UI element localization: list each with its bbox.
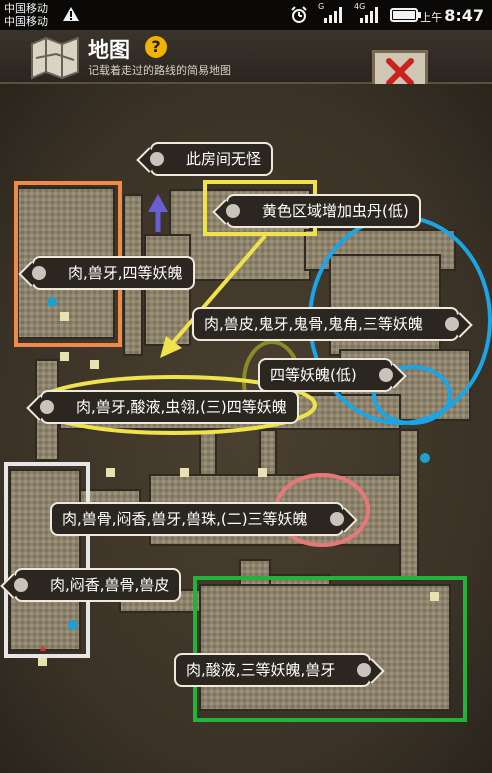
- label-text: 黄色区域增加虫丹(低): [262, 202, 409, 220]
- location-dot: [226, 204, 240, 218]
- yellow-arrow-icon: [160, 336, 182, 358]
- warning-icon: [63, 7, 79, 21]
- page-title: 地图: [88, 38, 130, 62]
- label-text: 四等妖魄(低): [270, 366, 357, 384]
- location-dot: [329, 512, 344, 526]
- map-icon: [31, 36, 79, 80]
- carrier-name-1: 中国移动: [4, 2, 48, 15]
- location-dot: [32, 266, 46, 280]
- label-no-monster[interactable]: 此房间无怪: [150, 142, 274, 176]
- network-type-2: 4G: [354, 2, 366, 11]
- label-text: 肉,酸液,三等妖魄,兽牙: [186, 661, 336, 679]
- label-right-mid[interactable]: 肉,兽皮,鬼牙,鬼骨,鬼角,三等妖魄: [192, 307, 459, 341]
- header-bar: 地图 ? 记载着走过的路线的简易地图: [0, 30, 492, 94]
- label-mid-long[interactable]: 肉,兽牙,酸液,虫翎,(三)四等妖魄: [40, 390, 299, 424]
- annotation-shapes: [4, 180, 492, 722]
- label-text: 肉,闷香,兽骨,兽皮: [50, 576, 170, 594]
- label-text: 肉,兽骨,闷香,兽牙,兽珠,(二)三等妖魄: [62, 510, 308, 528]
- battery-icon: [390, 8, 421, 22]
- label-text: 此房间无怪: [186, 150, 262, 168]
- alarm-icon: [291, 6, 307, 23]
- label-text: 肉,兽牙,酸液,虫翎,(三)四等妖魄: [76, 398, 287, 416]
- purple-arrow-icon: [148, 194, 168, 212]
- close-icon: [386, 58, 414, 86]
- signal-icon-1: G: [318, 2, 344, 24]
- clock-ampm: 上午: [420, 11, 443, 24]
- label-mid-small[interactable]: 四等妖魄(低): [258, 358, 393, 392]
- label-text: 肉,兽牙,四等妖魄: [68, 264, 183, 282]
- status-icons: G 4G: [290, 2, 422, 24]
- label-bottom-right[interactable]: 肉,酸液,三等妖魄,兽牙: [174, 653, 372, 687]
- label-yellow-area[interactable]: 黄色区域增加虫丹(低): [226, 194, 421, 228]
- location-dot: [40, 400, 54, 414]
- label-lower-left[interactable]: 肉,闷香,兽骨,兽皮: [14, 568, 182, 602]
- clock-time: 8:47: [444, 6, 484, 25]
- help-icon[interactable]: ?: [145, 36, 167, 58]
- white-frame: [4, 462, 90, 658]
- location-dot: [444, 317, 459, 331]
- blue-ring-small: [372, 365, 452, 425]
- location-dot: [357, 663, 372, 677]
- green-frame: [193, 576, 467, 722]
- label-top-left[interactable]: 肉,兽牙,四等妖魄: [32, 256, 195, 290]
- location-dot: [378, 368, 393, 382]
- network-type-1: G: [318, 2, 325, 11]
- carrier-name-2: 中国移动: [4, 15, 48, 28]
- label-text: 肉,兽皮,鬼牙,鬼骨,鬼角,三等妖魄: [204, 315, 423, 333]
- location-dot: [150, 152, 164, 166]
- label-lower-mid[interactable]: 肉,兽骨,闷香,兽牙,兽珠,(二)三等妖魄: [50, 502, 344, 536]
- yellow-arrow-line: [168, 234, 267, 348]
- signal-icon-2: 4G: [354, 2, 380, 24]
- page-subtitle: 记载着走过的路线的简易地图: [88, 64, 231, 77]
- map-markers: [38, 297, 439, 666]
- location-dot: [14, 578, 28, 592]
